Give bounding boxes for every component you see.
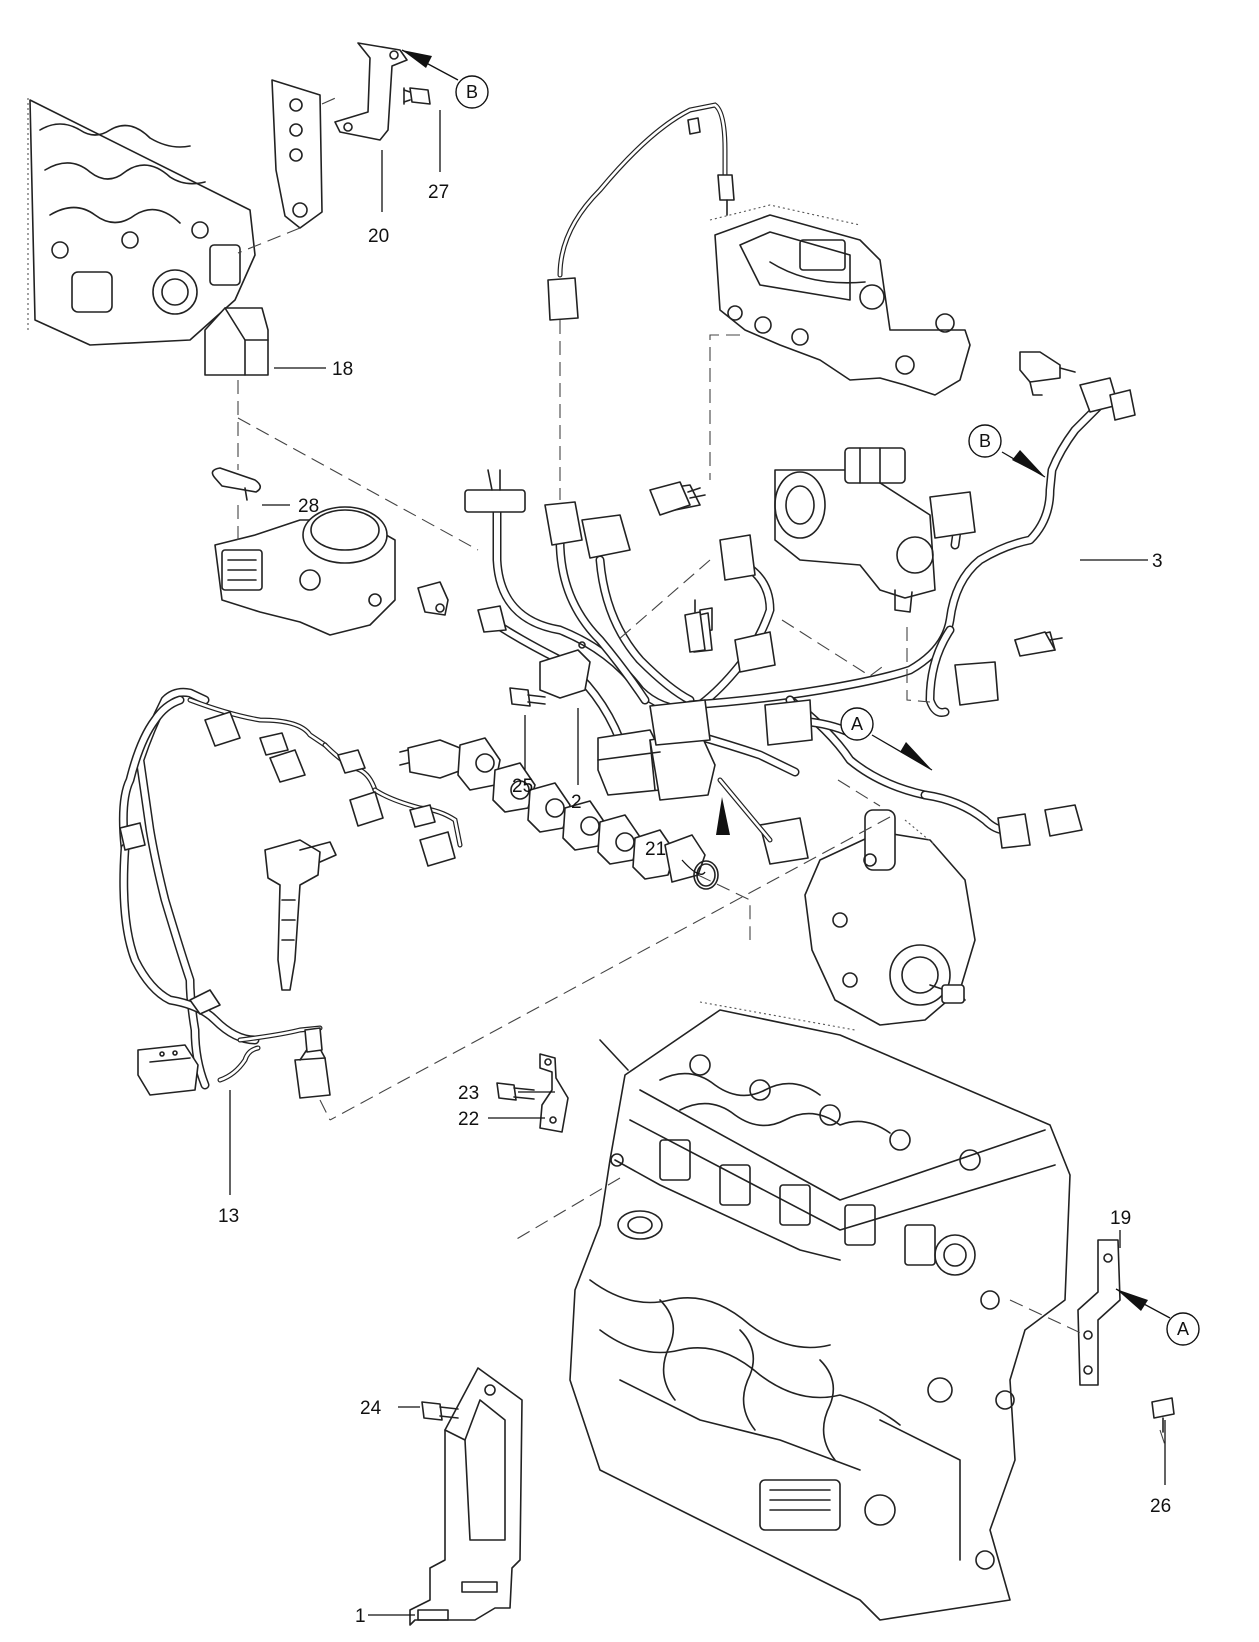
ref-a-harness-label: A xyxy=(851,714,863,734)
callout-13: 13 xyxy=(218,1206,239,1227)
bolt-24 xyxy=(421,1401,459,1421)
callout-23: 23 xyxy=(458,1083,479,1104)
egr-housing xyxy=(709,204,971,396)
ref-a-bracket: A xyxy=(1115,1288,1200,1346)
ref-b-top-label: B xyxy=(466,82,478,102)
callout-25: 25 xyxy=(512,776,533,797)
throttle-body xyxy=(214,506,396,636)
ref-b-harness: B xyxy=(968,424,1046,478)
clip-arrow xyxy=(716,797,730,835)
callout-19: 19 xyxy=(1110,1208,1131,1229)
fuel-rail xyxy=(399,737,751,940)
bolt-26 xyxy=(1151,1397,1175,1433)
lifting-eye xyxy=(237,79,341,254)
callout-2: 2 xyxy=(571,792,582,813)
callout-numbers: 20 27 18 28 3 25 2 21 13 23 22 19 24 1 2… xyxy=(218,182,1171,1627)
bracket-22 xyxy=(539,1053,569,1133)
alignment-lines xyxy=(237,334,1166,1446)
temp-sensor xyxy=(649,481,706,653)
temp-sensor-right xyxy=(1014,631,1056,657)
ref-b-top: B xyxy=(401,49,489,109)
egr-valve xyxy=(774,447,936,613)
clamp-28 xyxy=(211,467,262,501)
sensor-left xyxy=(417,581,449,616)
callout-3: 3 xyxy=(1152,551,1163,572)
bolt-27 xyxy=(403,87,431,105)
bracket-19 xyxy=(1077,1239,1121,1386)
injector xyxy=(264,839,337,991)
callout-28: 28 xyxy=(298,496,319,517)
bolt-25 xyxy=(509,687,546,707)
engine-block xyxy=(569,1001,1071,1621)
sensor-top-right xyxy=(1019,351,1076,396)
callout-21: 21 xyxy=(645,839,666,860)
ref-a-harness: A xyxy=(840,707,933,771)
callout-24: 24 xyxy=(360,1398,382,1419)
bracket-1 xyxy=(409,1367,523,1626)
injector-harness-13 xyxy=(118,687,463,1099)
bolt-23 xyxy=(496,1082,535,1101)
bracket-20 xyxy=(334,42,408,141)
callout-leaders xyxy=(229,110,1166,1616)
ref-b-harness-label: B xyxy=(979,431,991,451)
callout-26: 26 xyxy=(1150,1496,1171,1517)
sensor-wire xyxy=(547,102,735,500)
fuel-pump xyxy=(804,809,976,1026)
callout-27: 27 xyxy=(428,182,449,203)
callout-20: 20 xyxy=(368,226,389,247)
callout-1: 1 xyxy=(355,1606,366,1627)
main-harness-2 xyxy=(464,377,1136,865)
callout-18: 18 xyxy=(332,359,353,380)
callout-22: 22 xyxy=(458,1109,479,1130)
cover-18 xyxy=(204,307,269,376)
ring-21 xyxy=(693,860,719,890)
ref-a-bracket-label: A xyxy=(1177,1319,1189,1339)
cylinder-head xyxy=(27,98,256,346)
